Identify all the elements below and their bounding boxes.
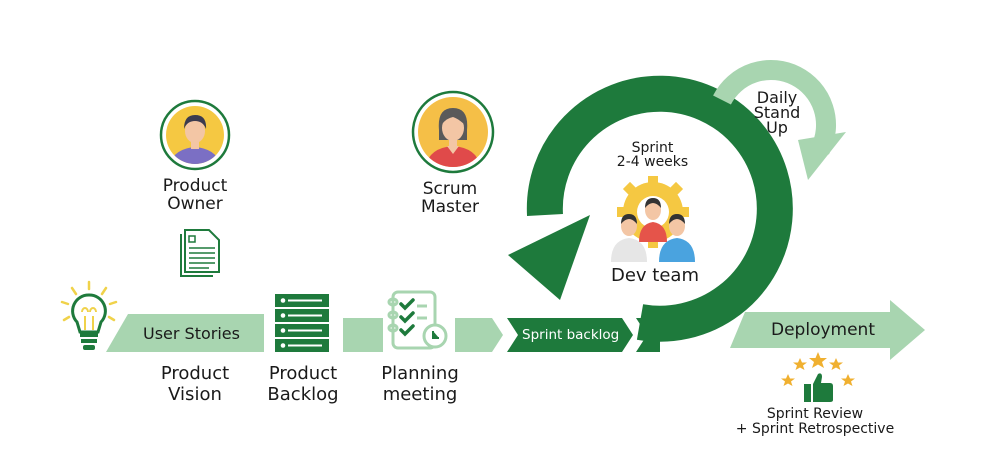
product-vision-line1: Product [160, 363, 230, 384]
dev-team-label: Dev team [610, 265, 699, 286]
user-stories-label: User Stories [143, 324, 240, 343]
deployment-label: Deployment [771, 320, 875, 340]
sprint-review-line1: Sprint Review [766, 406, 864, 422]
product-owner-line2: Owner [167, 193, 223, 214]
sprint-review-label: Sprint Review + Sprint Retrospective [720, 407, 910, 436]
dev-team-icon [611, 176, 695, 262]
product-owner-line1: Product [162, 176, 228, 196]
scrum-master-line1: Scrum [422, 179, 478, 199]
sprint-backlog-label: Sprint backlog [522, 327, 620, 343]
document-icon [180, 229, 220, 277]
planning-meeting-line1: Planning [381, 363, 459, 384]
daily-line2: Stand [753, 103, 801, 123]
product-backlog-line2: Backlog [267, 383, 339, 405]
daily-standup-label: Daily Stand Up [742, 88, 812, 138]
planning-meeting-line2: meeting [382, 383, 458, 405]
product-vision-label: Product Vision [150, 363, 240, 405]
sprint-retrospective-line: + Sprint Retrospective [735, 420, 895, 437]
daily-line3: Up [766, 118, 788, 138]
product-backlog-label: Product Backlog [258, 363, 348, 405]
sprint-label: Sprint 2-4 weeks [600, 141, 705, 169]
product-owner-label: Product Owner [150, 176, 240, 214]
scrum-master-label: Scrum Master [405, 179, 495, 217]
checklist-clock-icon [387, 290, 448, 350]
sprint-line1: Sprint [631, 140, 674, 156]
scrum-master-avatar [411, 90, 495, 174]
scrum-master-line2: Master [420, 196, 480, 217]
thumbs-up-stars-icon [781, 352, 855, 402]
daily-line1: Daily [756, 88, 798, 107]
product-owner-avatar [159, 99, 231, 171]
sprint-duration: 2-4 weeks [616, 154, 689, 170]
planning-meeting-label: Planning meeting [370, 363, 470, 405]
product-backlog-line1: Product [268, 363, 338, 384]
backlog-list-icon [275, 294, 329, 352]
lightbulb-icon [60, 280, 118, 350]
product-vision-line2: Vision [168, 383, 222, 405]
